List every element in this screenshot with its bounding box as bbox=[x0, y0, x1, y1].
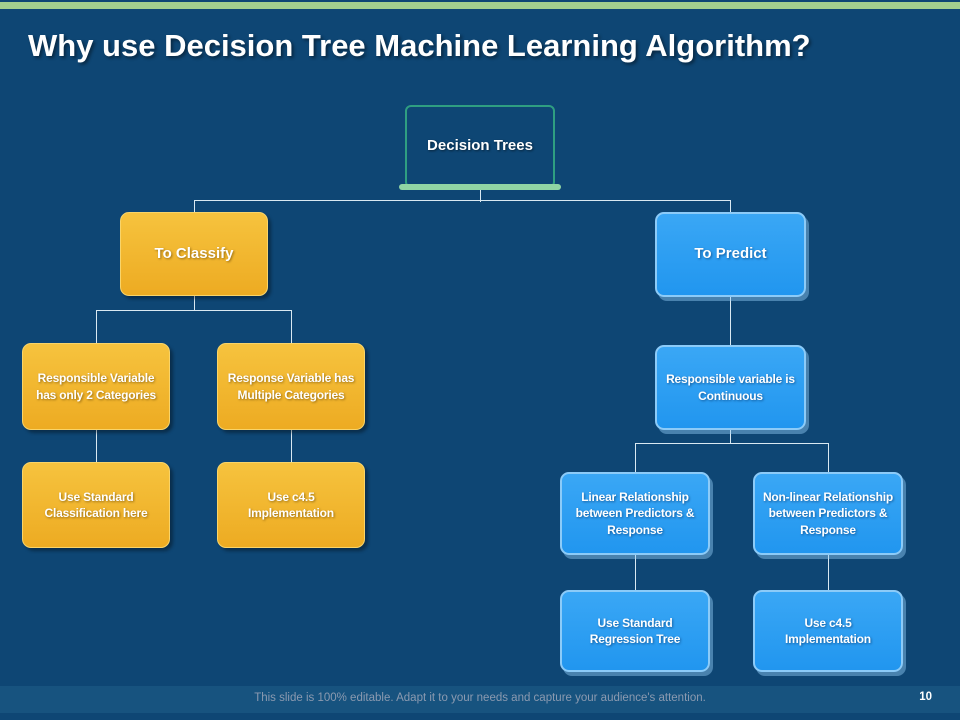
connector-classify-right bbox=[291, 310, 292, 343]
connector-regression-leaf bbox=[635, 555, 636, 590]
page-number: 10 bbox=[919, 691, 932, 703]
node-use-standard-classification: Use Standard Classification here bbox=[22, 462, 170, 548]
node-response-multiple-categories: Response Variable has Multiple Categorie… bbox=[217, 343, 365, 430]
connector-continuous-stem bbox=[730, 430, 731, 443]
connector-predict-stem bbox=[730, 297, 731, 345]
connector-to-predict bbox=[730, 200, 731, 212]
node-linear-relationship: Linear Relationship between Predictors &… bbox=[560, 472, 710, 555]
slide-title: Why use Decision Tree Machine Learning A… bbox=[28, 28, 811, 63]
root-accent-bar bbox=[399, 184, 561, 190]
node-responsible-continuous: Responsible variable is Continuous bbox=[655, 345, 806, 430]
node-use-c45-classification: Use c4.5 Implementation bbox=[217, 462, 365, 548]
node-responsible-two-categories: Responsible Variable has only 2 Categori… bbox=[22, 343, 170, 430]
connector-classify-left bbox=[96, 310, 97, 343]
connector-to-classify bbox=[194, 200, 195, 212]
connector-nonlinear bbox=[828, 443, 829, 472]
connector-classify-crossbar bbox=[96, 310, 292, 311]
connector-linear bbox=[635, 443, 636, 472]
node-use-c45-prediction: Use c4.5 Implementation bbox=[753, 590, 903, 672]
connector-classification-leaf bbox=[96, 430, 97, 462]
connector-root-crossbar bbox=[194, 200, 731, 201]
node-use-standard-regression: Use Standard Regression Tree bbox=[560, 590, 710, 672]
connector-predict-crossbar bbox=[635, 443, 829, 444]
top-accent-bar bbox=[0, 2, 960, 9]
footer-note: This slide is 100% editable. Adapt it to… bbox=[254, 692, 706, 704]
node-to-classify: To Classify bbox=[120, 212, 268, 296]
node-decision-trees: Decision Trees bbox=[405, 105, 555, 188]
connector-c45-classify-leaf bbox=[291, 430, 292, 462]
footer-band bbox=[0, 686, 960, 713]
connector-classify-stem bbox=[194, 296, 195, 310]
connector-root-stem bbox=[480, 188, 481, 202]
connector-c45-predict-leaf bbox=[828, 555, 829, 590]
node-to-predict: To Predict bbox=[655, 212, 806, 297]
node-nonlinear-relationship: Non-linear Relationship between Predicto… bbox=[753, 472, 903, 555]
